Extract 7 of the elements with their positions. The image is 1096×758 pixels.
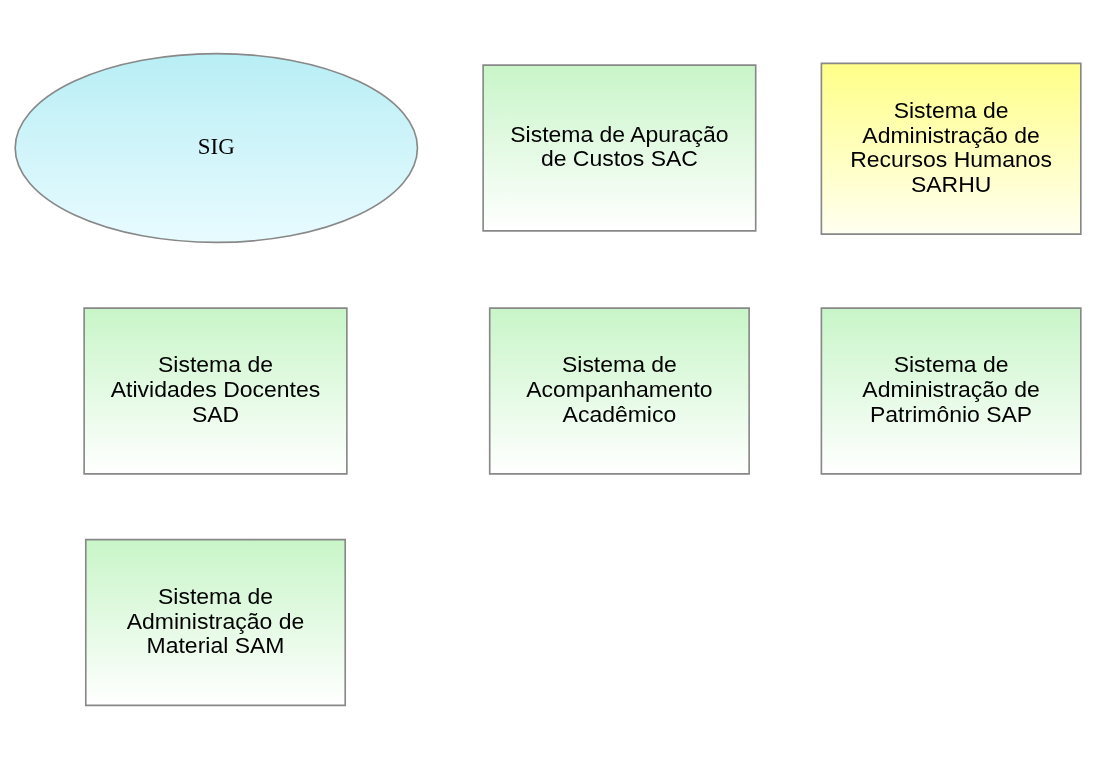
node-box: Sistema de Administração de Material SAM xyxy=(84,538,347,706)
node-box: Sistema de Administração de Recursos Humanos SARHU xyxy=(820,62,1082,235)
node-ellipse: SIG xyxy=(14,52,419,243)
node-box: Sistema de Acompanhamento Acadêmico xyxy=(488,306,750,475)
node-box: Sistema de Atividades Docentes SAD xyxy=(83,306,348,475)
node-box: Sistema de Administração de Patrimônio SAP xyxy=(820,306,1082,475)
node-box: Sistema de Apuração de Custos SAC xyxy=(482,63,757,232)
